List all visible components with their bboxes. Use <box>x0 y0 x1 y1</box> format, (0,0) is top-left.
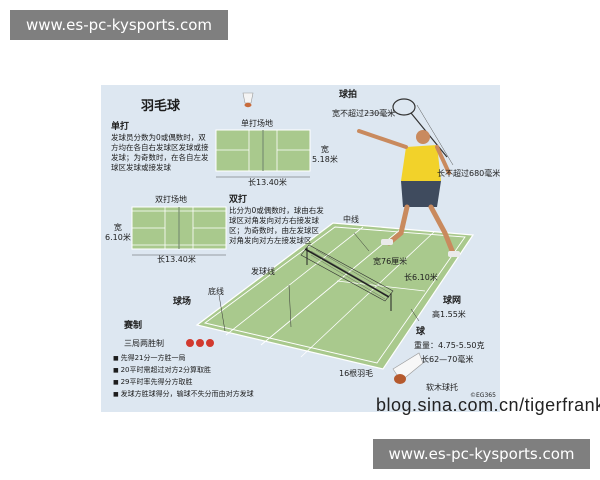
shuttle-feathers-label: 16根羽毛 <box>339 369 374 378</box>
shuttle-weight-label: 重量：4.75-5.50克 <box>414 341 485 350</box>
doubles-rule-text: 比分为0或偶数时，球由右发球区对角发向对方右接发球区；为奇数时，由左发球区对角发… <box>229 206 324 245</box>
game-dot-3 <box>206 339 214 347</box>
centerline-label: 中线 <box>343 215 359 224</box>
racket-length-label: 长不超过680毫米 <box>437 169 501 178</box>
serve-line-label: 发球线 <box>251 267 275 276</box>
player-figure <box>357 129 460 257</box>
credit-label: ©EG365 <box>470 392 496 399</box>
net-label: 球网 <box>443 296 462 306</box>
doubles-heading: 双打 <box>229 195 248 205</box>
singles-width-label: 宽 5.18米 <box>312 145 338 164</box>
rule-item: 先得21分一方胜一局 <box>113 353 186 363</box>
rule-item: 发球方胜球得分，输球不失分而由对方发球 <box>113 389 254 399</box>
figure-title: 羽毛球 <box>141 99 181 114</box>
doubles-width-label: 宽 6.10米 <box>105 223 131 242</box>
site-url-banner-bottom[interactable]: www.es-pc-kysports.com <box>373 439 590 469</box>
singles-length-label: 长13.40米 <box>248 178 287 187</box>
net-width-label: 宽76厘米 <box>373 257 408 266</box>
game-dot-2 <box>196 339 204 347</box>
infographic-graphics <box>131 92 475 384</box>
site-url-banner-top[interactable]: www.es-pc-kysports.com <box>10 10 228 40</box>
shuttle-length-label: 长62—70毫米 <box>421 355 474 364</box>
shuttle-base-label: 软木球托 <box>426 383 458 392</box>
net-height-label: 高1.55米 <box>432 310 466 319</box>
match-format-label: 三局两胜制 <box>124 339 164 348</box>
rule-item: 20平时需超过对方2分算取胜 <box>113 365 211 375</box>
doubles-court-diagram <box>131 206 227 256</box>
badminton-infographic: 羽毛球 单打 发球员分数为0或偶数时，双方均在各自右发球区发球或接发球；为奇数时… <box>101 85 500 412</box>
baseline-label: 底线 <box>208 287 224 296</box>
net-length-label: 长6.10米 <box>404 273 438 282</box>
singles-court-label: 单打场地 <box>241 119 273 128</box>
rules-heading: 赛制 <box>124 321 143 331</box>
court-3d <box>195 222 475 370</box>
doubles-length-label: 长13.40米 <box>157 255 196 264</box>
singles-rule-text: 发球员分数为0或偶数时，双方均在各自右发球区发球或接发球；为奇数时，在各自左发球… <box>111 133 209 172</box>
shuttle-icon <box>242 92 254 108</box>
rule-item: 29平时率先得分方取胜 <box>113 377 193 387</box>
singles-court-diagram <box>215 129 311 178</box>
court-label: 球场 <box>173 297 192 307</box>
racket-width-label: 宽不超过230毫米 <box>332 109 396 118</box>
doubles-court-label: 双打场地 <box>155 195 187 204</box>
blog-watermark: blog.sina.com.cn/tigerfrank <box>376 395 600 415</box>
shuttle-heading: 球 <box>416 327 426 337</box>
racket-heading: 球拍 <box>339 90 358 100</box>
singles-heading: 单打 <box>111 122 130 132</box>
game-dot-1 <box>186 339 194 347</box>
shuttlecock-graphic <box>392 352 424 384</box>
